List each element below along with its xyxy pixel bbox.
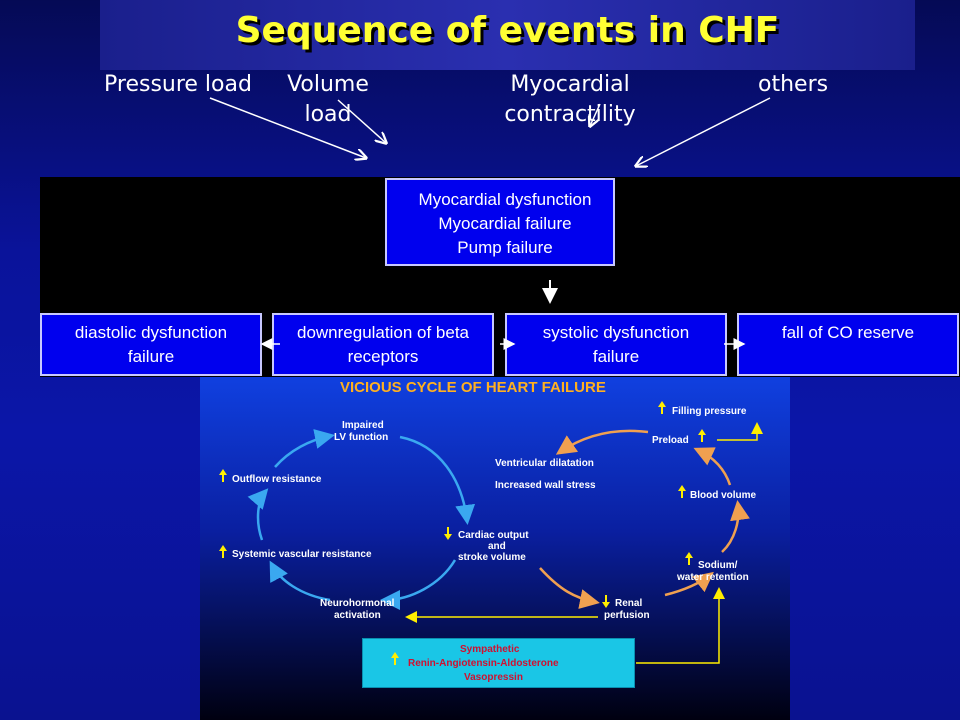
label-renal: Renal bbox=[615, 598, 642, 609]
label-preload: Preload bbox=[652, 435, 689, 446]
arc-blood-to-preload bbox=[693, 447, 732, 486]
arc-lv-to-co bbox=[399, 435, 476, 525]
downregulation-box: downregulation of beta receptors bbox=[272, 313, 494, 376]
label-activation: activation bbox=[334, 610, 381, 621]
label-wall-stress: Increased wall stress bbox=[495, 480, 596, 491]
arc-neuro-to-svr bbox=[269, 560, 331, 602]
cause-pressure-load: Pressure load bbox=[104, 72, 252, 97]
cause-others: others bbox=[758, 72, 829, 97]
arc-svr-to-outflow bbox=[247, 488, 269, 541]
label-vasopressin: Vasopressin bbox=[464, 672, 523, 683]
cause-volume-load: Volume load bbox=[287, 72, 369, 127]
mediator-box bbox=[362, 638, 635, 688]
label-perfusion: perfusion bbox=[604, 610, 650, 621]
label-sodium: Sodium/ bbox=[698, 560, 738, 571]
title-bar bbox=[100, 0, 915, 70]
central-box: Myocardial dysfunction Myocardial failur… bbox=[385, 178, 615, 266]
label-ventricular-dilatation: Ventricular dilatation bbox=[495, 458, 594, 469]
mediator-to-sodium-arrow bbox=[636, 587, 725, 664]
arrow-pressure bbox=[209, 97, 366, 158]
arrow-others bbox=[636, 97, 771, 166]
vicious-cycle-title: VICIOUS CYCLE OF HEART FAILURE bbox=[340, 379, 606, 396]
up-arrow-blood-volume bbox=[677, 484, 687, 499]
label-neurohormonal: Neurohormonal bbox=[320, 598, 395, 609]
label-and: and bbox=[488, 541, 506, 552]
label-svr: Systemic vascular resistance bbox=[232, 549, 372, 560]
arc-preload-to-ventricular bbox=[555, 429, 649, 455]
up-arrow-sodium bbox=[684, 551, 694, 566]
down-arrow-renal bbox=[601, 594, 611, 609]
label-sympathetic: Sympathetic bbox=[460, 644, 520, 655]
label-outflow: Outflow resistance bbox=[232, 474, 322, 485]
down-arrow-co bbox=[443, 526, 453, 541]
arc-sodium-to-blood bbox=[721, 500, 750, 553]
label-stroke-volume: stroke volume bbox=[458, 552, 526, 563]
up-arrow-mediators bbox=[390, 651, 400, 666]
label-raas: Renin-Angiotensin-Aldosterone bbox=[408, 658, 559, 669]
arrow-contractility bbox=[590, 103, 601, 126]
up-arrow-svr bbox=[218, 544, 228, 559]
label-filling-pressure: Filling pressure bbox=[672, 406, 747, 417]
arrow-volume bbox=[337, 99, 386, 143]
preload-filling-connector bbox=[717, 422, 763, 441]
cause-myocardial-contractility: Myocardial contractility bbox=[504, 72, 636, 127]
label-lv-function: LV function bbox=[334, 432, 388, 443]
arc-outflow-to-lv bbox=[274, 429, 335, 468]
label-blood-volume: Blood volume bbox=[690, 490, 757, 501]
up-arrow-preload bbox=[697, 428, 707, 443]
up-arrow-outflow bbox=[218, 468, 228, 483]
up-arrow-filling bbox=[657, 400, 667, 415]
slide-title: Sequence of events in CHF bbox=[235, 10, 780, 51]
arc-renal-to-sodium bbox=[664, 571, 714, 597]
co-reserve-box: fall of CO reserve bbox=[737, 313, 959, 376]
label-water-retention: water retention bbox=[676, 572, 749, 583]
arc-co-to-neuro bbox=[380, 559, 457, 610]
label-impaired: Impaired bbox=[342, 420, 384, 431]
arc-co-to-renal bbox=[539, 567, 600, 609]
label-cardiac-output: Cardiac output bbox=[458, 530, 529, 541]
